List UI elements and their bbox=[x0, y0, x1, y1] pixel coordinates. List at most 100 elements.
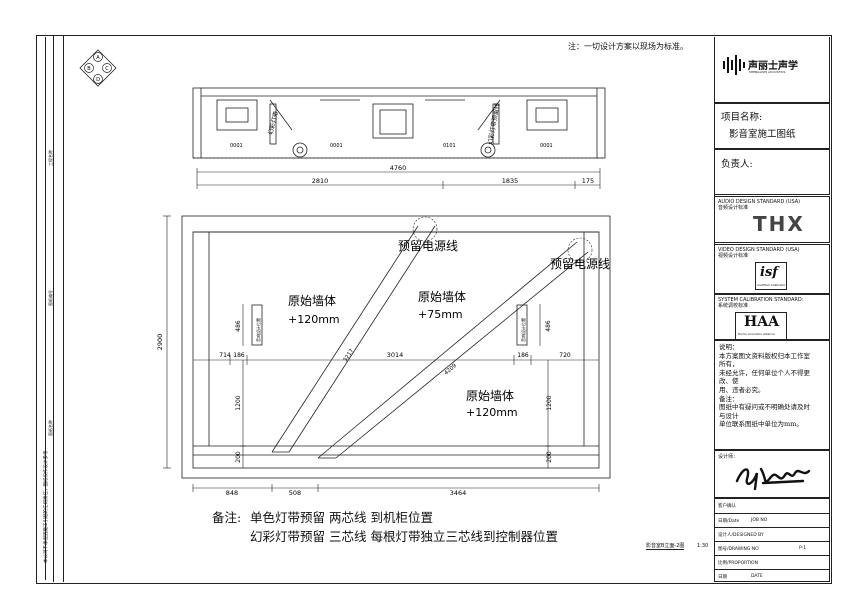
designer-box: 设计师： bbox=[714, 450, 830, 498]
title-block: 声丽士声学 SHENGLISHI ACOUSTICS 项目名称: 影音室施工图纸… bbox=[714, 37, 830, 582]
description-line: 备注： bbox=[719, 394, 739, 403]
logo-box: 声丽士声学 SHENGLISHI ACOUSTICS bbox=[714, 37, 830, 103]
dim-186-a: 186 bbox=[233, 352, 245, 359]
info-row-label: 日期/Date bbox=[718, 519, 740, 524]
speaker-note-1: 音响设计位置 bbox=[255, 318, 261, 342]
wall-bottom-label: 原始墙体 bbox=[466, 389, 514, 403]
elev-vertical-note-1: 幻彩灯带 bbox=[266, 110, 280, 135]
dim-200-a: 200 bbox=[235, 451, 242, 463]
drawing-title-name: 影音室B立面-2图 bbox=[646, 543, 685, 549]
logo-text: 声丽士声学 bbox=[748, 61, 798, 72]
wall-left-thickness: +120mm bbox=[288, 313, 340, 326]
description-line: 单位联系图纸中单位为mm。 bbox=[719, 420, 803, 429]
dim-714: 714 bbox=[219, 352, 231, 359]
project-value: 影音室施工图纸 bbox=[729, 129, 796, 140]
info-row-label: 日期 bbox=[718, 575, 727, 580]
top-note: 注：一切设计方案以现场为标准。 bbox=[568, 42, 688, 51]
elev-label-2: 0001 bbox=[330, 143, 343, 149]
dim-3014: 3014 bbox=[387, 351, 404, 359]
info-row: 图号/DRAWING NO P-1 bbox=[715, 541, 829, 555]
haa-logo: HAA Home Acoustics Alliance bbox=[735, 312, 787, 340]
description-line: 改、使 bbox=[719, 377, 739, 386]
elev-label-1: 0001 bbox=[230, 143, 243, 149]
compass-icon: A B C D bbox=[78, 48, 118, 88]
plan-dimensions bbox=[163, 215, 600, 492]
isf-logo-sub: Certified Calibrator bbox=[757, 283, 786, 287]
logo-subtext: SHENGLISHI ACOUSTICS bbox=[749, 70, 786, 74]
isf-logo: isf Certified Calibrator bbox=[755, 262, 787, 290]
info-rows: 客户确认 日期/Date JOB NO 设计人/DESIGNED BY 图号/D… bbox=[714, 498, 830, 582]
compass-label-b: B bbox=[87, 66, 91, 72]
dim-2810: 2810 bbox=[312, 177, 329, 185]
description-box: 说明： 本方案图文资料版权归本工作室 所有， 未经允许，任何单位个人不得更 改、… bbox=[714, 340, 830, 450]
wall-bottom-thickness: +120mm bbox=[466, 406, 518, 419]
manager-label: 负责人: bbox=[721, 159, 753, 170]
compass-label-a: A bbox=[96, 55, 100, 61]
calibration-standard-label: SYSTEM CALIBRATION STANDARD: bbox=[718, 297, 804, 303]
info-row: 客户确认 bbox=[715, 499, 829, 512]
dim-1200-b: 1200 bbox=[546, 395, 553, 410]
isf-logo-text: isf bbox=[760, 265, 778, 280]
description-line: 未经允许，任何单位个人不得更 bbox=[719, 368, 810, 377]
thx-logo: THX bbox=[753, 212, 805, 236]
audio-standard-label: AUDIO DESIGN STANDARD (USA) bbox=[718, 199, 801, 205]
notes-line-1: 单色灯带预留 两芯线 到机柜位置 bbox=[250, 510, 433, 525]
sheet-outer-border bbox=[36, 35, 832, 584]
haa-logo-text: HAA bbox=[744, 314, 779, 330]
info-row-label: 设计人/DESIGNED BY bbox=[718, 533, 764, 538]
description-line: 所有， bbox=[719, 360, 739, 369]
audio-standard-box: AUDIO DESIGN STANDARD (USA) 音频设计标准 THX bbox=[714, 196, 830, 243]
dim-2900: 2900 bbox=[156, 334, 164, 351]
dim-848: 848 bbox=[226, 489, 238, 497]
dim-486-b: 486 bbox=[545, 320, 552, 332]
dim-186-b: 186 bbox=[517, 352, 529, 359]
calibration-standard-box: SYSTEM CALIBRATION STANDARD: 系统调校标准 HAA … bbox=[714, 294, 830, 340]
dim-diag-1: 3217 bbox=[343, 348, 356, 363]
dim-720: 720 bbox=[559, 352, 571, 359]
speaker-note-2: 音响设计位置 bbox=[520, 318, 526, 342]
power-label-2: 预留电源线 bbox=[550, 257, 610, 271]
dim-200-b: 200 bbox=[546, 451, 553, 463]
info-row-label: 图号/DRAWING NO bbox=[718, 547, 759, 552]
designer-signature bbox=[735, 467, 811, 491]
sound-wave-icon bbox=[723, 55, 745, 75]
notes-label: 备注: bbox=[212, 510, 242, 525]
power-circles bbox=[412, 216, 593, 263]
plan-view bbox=[181, 215, 611, 479]
compass-label-c: C bbox=[105, 66, 109, 72]
drawing-title: 影音室B立面-2图 bbox=[646, 542, 685, 550]
power-label-1: 预留电源线 bbox=[398, 239, 458, 253]
dim-diag-2: 4209 bbox=[443, 363, 458, 377]
description-line: 用、违者必究。 bbox=[719, 385, 765, 394]
video-standard-cn: 视频设计标准 bbox=[718, 253, 749, 259]
manager-box: 负责人: bbox=[714, 149, 830, 195]
elevation-view bbox=[192, 87, 606, 159]
info-row: 日期/Date JOB NO bbox=[715, 513, 829, 527]
drawing-canvas: 0001 0001 0101 0001 幻彩灯带 幻彩灯带预留线 4760 28… bbox=[156, 87, 611, 497]
dim-175: 175 bbox=[582, 177, 594, 185]
dim-1200-a: 1200 bbox=[235, 395, 242, 410]
description-line: 本方案图文资料版权归本工作室 bbox=[719, 351, 810, 360]
designer-label: 设计师： bbox=[718, 454, 739, 460]
elev-label-3: 0101 bbox=[443, 143, 456, 149]
description-line: 说明： bbox=[719, 343, 739, 351]
info-row: 日期 DATE bbox=[715, 569, 829, 583]
left-margin-strip-2: 工程名称 图纸编号 图纸名称 bbox=[48, 35, 64, 582]
info-row-label: 客户确认 bbox=[718, 504, 736, 509]
notes-line-2: 幻彩灯带预留 三芯线 每根灯带独立三芯线到控制器位置 bbox=[250, 529, 558, 544]
drawing-scale: 1:30 bbox=[697, 543, 709, 549]
info-row: 设计人/DESIGNED BY bbox=[715, 527, 829, 541]
dim-486-a: 486 bbox=[235, 320, 242, 332]
dim-4760: 4760 bbox=[390, 164, 407, 172]
info-row: 比例/PROPORTION bbox=[715, 555, 829, 569]
project-box: 项目名称: 影音室施工图纸 bbox=[714, 103, 830, 149]
wall-left-label: 原始墙体 bbox=[288, 294, 336, 308]
info-row-value: P-1 bbox=[799, 546, 807, 551]
audio-standard-cn: 音频设计标准 bbox=[718, 205, 749, 211]
haa-logo-sub: Home Acoustics Alliance bbox=[738, 332, 775, 336]
project-label: 项目名称: bbox=[721, 112, 763, 123]
dim-508: 508 bbox=[289, 489, 301, 497]
description-line: 与设计 bbox=[719, 411, 739, 420]
elevation-dimensions bbox=[196, 168, 601, 189]
video-standard-box: VIDEO DESIGN STANDARD (USA) 视频设计标准 isf C… bbox=[714, 244, 830, 294]
